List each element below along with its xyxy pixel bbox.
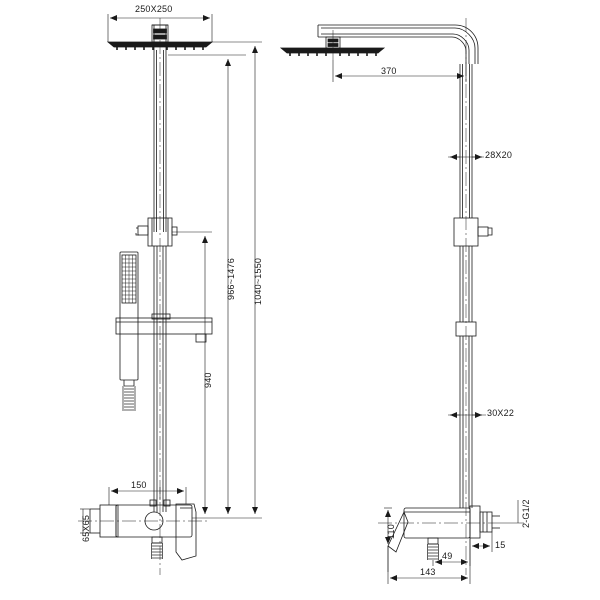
dim-label-inlet-thread: 2-G1/2 (521, 499, 531, 528)
dim-label-arm-projection: 370 (381, 66, 397, 76)
side-view-dimensions (332, 60, 524, 584)
side-view-geometry (279, 18, 500, 575)
front-view-geometry (78, 18, 214, 575)
dim-label-head-size: 250X250 (135, 4, 173, 14)
dim-label-riser-inner: 966~1476 (226, 258, 236, 300)
dim-label-inlet-projection: 15 (495, 540, 506, 550)
dim-label-mixer-centers: 150 (131, 480, 147, 490)
dim-label-mixer-depth: 143 (420, 567, 436, 577)
dim-label-slider-travel: 940 (203, 372, 213, 388)
dim-label-riser-outer: 1040~1550 (253, 257, 263, 305)
dim-label-mixer-height: 110 (386, 524, 396, 539)
dim-label-escutcheon: 65X65 (81, 514, 91, 542)
front-view-dimensions (80, 14, 262, 534)
dim-label-upper-pipe: 28X20 (485, 150, 513, 160)
dim-label-lower-pipe: 30X22 (487, 408, 515, 418)
dim-label-mixer-depth-small: 49 (442, 551, 453, 561)
